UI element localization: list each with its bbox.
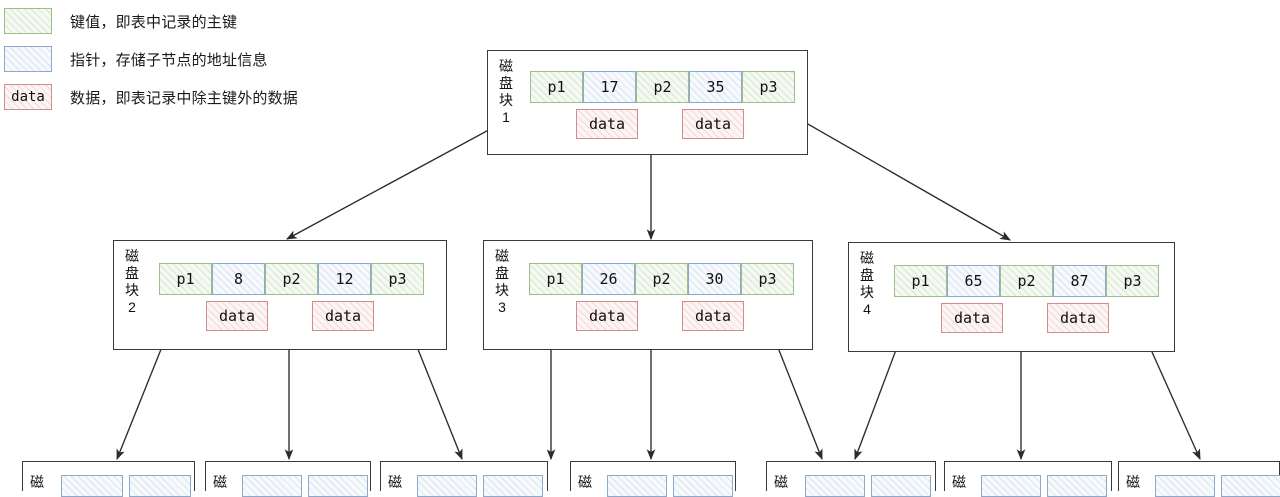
label-number: 3 bbox=[498, 299, 506, 315]
legend-item-key: 键值，即表中记录的主键 bbox=[4, 8, 237, 34]
leaf-cell[interactable] bbox=[61, 475, 123, 497]
data-box-35[interactable]: data bbox=[682, 109, 744, 139]
leaf-cell[interactable] bbox=[871, 475, 931, 497]
label-char-1: 磁 bbox=[125, 248, 139, 264]
leaf-node-4[interactable]: 磁 bbox=[570, 461, 736, 497]
leaf-cell[interactable] bbox=[1221, 475, 1280, 497]
label-char-2: 盘 bbox=[860, 267, 874, 283]
leaf-node-1-label: 磁 bbox=[30, 474, 44, 490]
label-char-3: 块 bbox=[860, 284, 874, 300]
legend-label-data: 数据，即表记录中除主键外的数据 bbox=[70, 89, 299, 107]
leaf-node-6-label: 磁 bbox=[952, 474, 966, 490]
leaf-node-7-label: 磁 bbox=[1126, 474, 1140, 490]
cell-pointer-p3[interactable]: p3 bbox=[742, 71, 795, 103]
disk-block-2-cells: p1 8 p2 12 p3 bbox=[159, 263, 424, 295]
cell-pointer-p1[interactable]: p1 bbox=[530, 71, 583, 103]
leaf-node-3-label: 磁 bbox=[388, 474, 402, 490]
disk-block-3[interactable]: 磁 盘 块 3 p1 26 p2 30 p3 data data bbox=[483, 240, 813, 350]
cell-pointer-p2[interactable]: p2 bbox=[635, 263, 688, 295]
disk-block-4-cells: p1 65 p2 87 p3 bbox=[894, 265, 1159, 297]
label-char-1: 磁 bbox=[860, 250, 874, 266]
disk-block-2-label: 磁 盘 块 2 bbox=[122, 248, 142, 316]
data-box-12[interactable]: data bbox=[312, 301, 374, 331]
disk-block-4[interactable]: 磁 盘 块 4 p1 65 p2 87 p3 data data bbox=[848, 242, 1175, 352]
leaf-node-5[interactable]: 磁 bbox=[766, 461, 936, 497]
leaf-cell[interactable] bbox=[607, 475, 667, 497]
legend-item-data: data 数据，即表记录中除主键外的数据 bbox=[4, 84, 298, 110]
data-box-65[interactable]: data bbox=[941, 303, 1003, 333]
leaf-node-6[interactable]: 磁 bbox=[944, 461, 1112, 497]
label-char-3: 块 bbox=[499, 92, 513, 108]
data-box-8[interactable]: data bbox=[206, 301, 268, 331]
cell-pointer-p2[interactable]: p2 bbox=[636, 71, 689, 103]
label-number: 1 bbox=[502, 109, 510, 125]
cell-pointer-p1[interactable]: p1 bbox=[159, 263, 212, 295]
disk-block-4-label: 磁 盘 块 4 bbox=[857, 250, 877, 318]
disk-block-1-label: 磁 盘 块 1 bbox=[496, 58, 516, 126]
data-box-26[interactable]: data bbox=[576, 301, 638, 331]
cell-pointer-p2[interactable]: p2 bbox=[265, 263, 318, 295]
diagram-canvas: 键值，即表中记录的主键 指针，存储子节点的地址信息 data 数据，即表记录中除… bbox=[4, 8, 1280, 497]
pointer-swatch bbox=[4, 46, 52, 72]
legend-item-pointer: 指针，存储子节点的地址信息 bbox=[4, 46, 268, 72]
label-char-2: 盘 bbox=[495, 265, 509, 281]
disk-block-1-cells: p1 17 p2 35 p3 bbox=[530, 71, 795, 103]
cell-key-8[interactable]: 8 bbox=[212, 263, 265, 295]
cell-pointer-p1[interactable]: p1 bbox=[529, 263, 582, 295]
label-char-2: 盘 bbox=[499, 75, 513, 91]
leaf-cell[interactable] bbox=[1155, 475, 1215, 497]
leaf-cell[interactable] bbox=[129, 475, 191, 497]
leaf-cell[interactable] bbox=[417, 475, 477, 497]
disk-block-3-label: 磁 盘 块 3 bbox=[492, 248, 512, 316]
leaf-node-3[interactable]: 磁 bbox=[380, 461, 548, 497]
data-box-87[interactable]: data bbox=[1047, 303, 1109, 333]
leaf-cell[interactable] bbox=[308, 475, 368, 497]
legend-label-key: 键值，即表中记录的主键 bbox=[70, 13, 238, 31]
cell-key-87[interactable]: 87 bbox=[1053, 265, 1106, 297]
leaf-node-2[interactable]: 磁 bbox=[205, 461, 371, 497]
data-box-17[interactable]: data bbox=[576, 109, 638, 139]
cell-key-26[interactable]: 26 bbox=[582, 263, 635, 295]
disk-block-2[interactable]: 磁 盘 块 2 p1 8 p2 12 p3 data data bbox=[113, 240, 447, 350]
legend-label-pointer: 指针，存储子节点的地址信息 bbox=[70, 51, 268, 69]
leaf-node-5-label: 磁 bbox=[774, 474, 788, 490]
data-box-30[interactable]: data bbox=[682, 301, 744, 331]
leaf-cell[interactable] bbox=[673, 475, 733, 497]
leaf-node-2-label: 磁 bbox=[213, 474, 227, 490]
leaf-cell[interactable] bbox=[483, 475, 543, 497]
cell-key-17[interactable]: 17 bbox=[583, 71, 636, 103]
leaf-cell[interactable] bbox=[805, 475, 865, 497]
cell-pointer-p1[interactable]: p1 bbox=[894, 265, 947, 297]
label-char-1: 磁 bbox=[495, 248, 509, 264]
label-number: 2 bbox=[128, 299, 136, 315]
label-char-3: 块 bbox=[125, 282, 139, 298]
label-char-2: 盘 bbox=[125, 265, 139, 281]
leaf-cell[interactable] bbox=[242, 475, 302, 497]
label-char-3: 块 bbox=[495, 282, 509, 298]
cell-pointer-p3[interactable]: p3 bbox=[741, 263, 794, 295]
cell-pointer-p3[interactable]: p3 bbox=[1106, 265, 1159, 297]
cell-key-12[interactable]: 12 bbox=[318, 263, 371, 295]
label-number: 4 bbox=[863, 301, 871, 317]
data-swatch: data bbox=[4, 84, 52, 110]
cell-pointer-p2[interactable]: p2 bbox=[1000, 265, 1053, 297]
disk-block-1[interactable]: 磁 盘 块 1 p1 17 p2 35 p3 data data bbox=[487, 50, 808, 155]
cell-key-35[interactable]: 35 bbox=[689, 71, 742, 103]
cell-pointer-p3[interactable]: p3 bbox=[371, 263, 424, 295]
leaf-node-7[interactable]: 磁 bbox=[1118, 461, 1280, 497]
leaf-cell[interactable] bbox=[1047, 475, 1107, 497]
leaf-node-1[interactable]: 磁 bbox=[22, 461, 195, 497]
cell-key-30[interactable]: 30 bbox=[688, 263, 741, 295]
cell-key-65[interactable]: 65 bbox=[947, 265, 1000, 297]
key-swatch bbox=[4, 8, 52, 34]
label-char-1: 磁 bbox=[499, 58, 513, 74]
leaf-node-4-label: 磁 bbox=[578, 474, 592, 490]
disk-block-3-cells: p1 26 p2 30 p3 bbox=[529, 263, 794, 295]
leaf-cell[interactable] bbox=[981, 475, 1041, 497]
